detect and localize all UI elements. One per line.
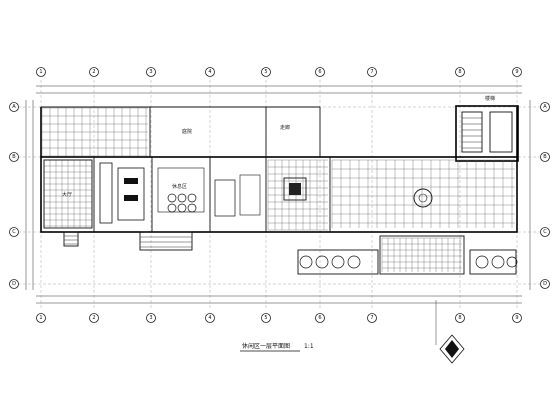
drawing-title-block: 休闲区一层平面图 1:1: [240, 342, 314, 352]
lower-terrace: [297, 235, 518, 275]
axis-label-vertical-bottom: 3: [149, 315, 152, 321]
axis-label-horizontal-right: D: [543, 281, 547, 287]
axis-label-horizontal-right: A: [543, 104, 547, 110]
bottom-axis-bubbles: [36, 313, 522, 323]
axis-label-horizontal-left: B: [12, 154, 16, 160]
axis-label-vertical-bottom: 6: [318, 315, 321, 321]
axis-label-horizontal-left: C: [12, 229, 16, 235]
axis-label-vertical-top: 8: [458, 69, 461, 75]
left-room-tile-grid: [43, 159, 93, 229]
north-arrow-symbol: [435, 300, 465, 364]
axis-label-vertical-bottom: 2: [92, 315, 95, 321]
axis-label-vertical-top: 9: [515, 69, 518, 75]
stair-tower: [455, 105, 519, 162]
furniture: [99, 162, 433, 224]
axis-label-vertical-bottom: 4: [208, 315, 211, 321]
right-axis-bubbles: [540, 102, 550, 289]
room-label-courtyard: 庭院: [182, 128, 192, 135]
axis-label-vertical-top: 6: [318, 69, 321, 75]
axis-label-vertical-bottom: 8: [458, 315, 461, 321]
axis-label-vertical-bottom: 5: [264, 315, 267, 321]
drawing-scale: 1:1: [304, 343, 314, 350]
axis-label-vertical-top: 2: [92, 69, 95, 75]
axis-label-vertical-top: 1: [39, 69, 42, 75]
axis-label-vertical-bottom: 7: [370, 315, 373, 321]
drawing-title: 休闲区一层平面图: [242, 342, 290, 350]
axis-label-horizontal-right: B: [543, 154, 547, 160]
floor-tile-hatching: [41, 107, 515, 272]
room-label-lounge: 休息区: [172, 183, 187, 190]
axis-label-vertical-bottom: 1: [39, 315, 42, 321]
axis-label-horizontal-left: A: [12, 104, 16, 110]
axis-label-horizontal-left: D: [12, 281, 16, 287]
left-axis-bubbles: [9, 102, 19, 289]
axis-label-vertical-top: 7: [370, 69, 373, 75]
axis-label-vertical-top: 3: [149, 69, 152, 75]
room-label-corridor: 走廊: [280, 124, 290, 131]
room-labels: 大厅 庭院 走廊 楼梯 休息区: [62, 95, 495, 198]
building-walls: [40, 106, 518, 233]
axis-label-vertical-top: 4: [208, 69, 211, 75]
top-axis-bubbles: [36, 67, 522, 77]
axis-label-vertical-top: 5: [264, 69, 267, 75]
axis-label-horizontal-right: C: [543, 229, 547, 235]
axis-label-vertical-bottom: 9: [515, 315, 518, 321]
dimension-lines: [25, 85, 531, 304]
room-label-left-hall: 大厅: [62, 191, 72, 198]
room-label-stair: 楼梯: [485, 95, 495, 102]
entry-steps-left: [63, 231, 193, 251]
